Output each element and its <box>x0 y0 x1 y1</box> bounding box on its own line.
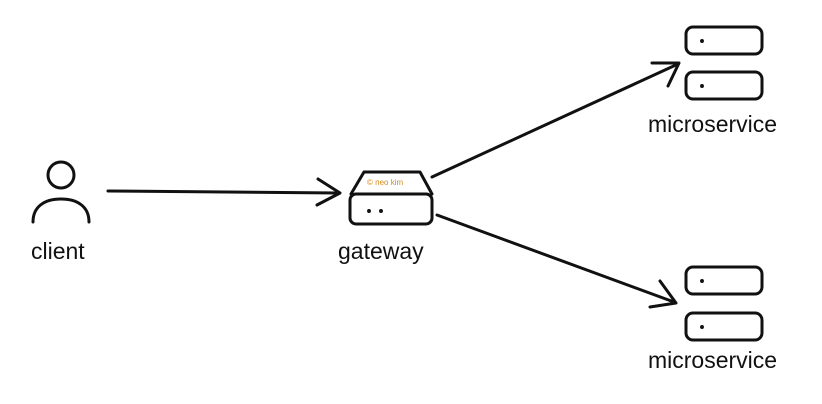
arrow-gateway-to-microservice-bottom <box>435 213 678 309</box>
server-stack-icon <box>684 25 764 101</box>
microservice-bottom-label: microservice <box>648 347 778 373</box>
arrow-gateway-to-microservice-top <box>430 61 681 179</box>
client-label: client <box>31 238 85 264</box>
person-icon <box>31 160 91 224</box>
watermark-text: © neo kim <box>367 178 404 187</box>
gateway-label: gateway <box>338 238 424 264</box>
server-icon <box>348 170 434 226</box>
microservice-top-label: microservice <box>648 111 778 137</box>
server-stack-icon <box>684 265 764 342</box>
arrow-client-to-gateway <box>106 177 342 207</box>
